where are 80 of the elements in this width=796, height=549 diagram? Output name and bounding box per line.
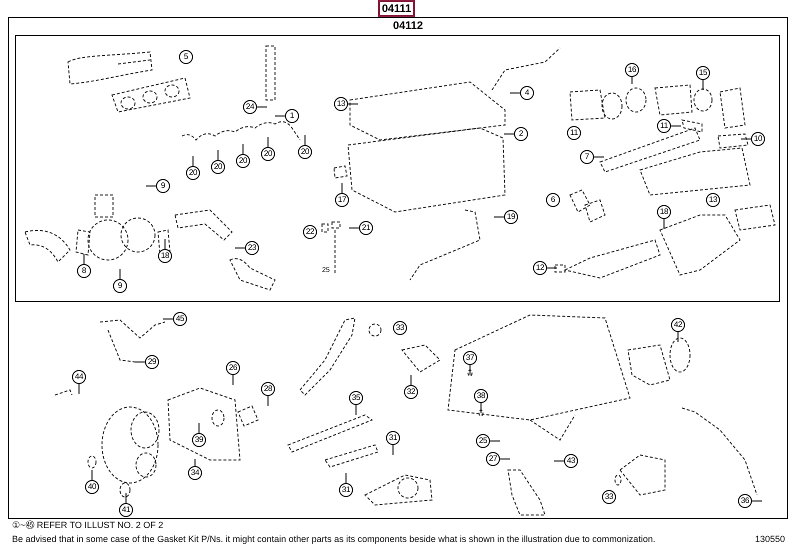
part-number-box: 04111 [378,0,415,17]
callout-number: 4 [520,86,534,100]
leader-line [594,156,604,158]
leader-line [510,92,520,94]
leader-line [162,318,174,320]
leader-line [702,80,704,90]
callout-number: 18 [657,205,671,219]
leader-line [192,156,194,166]
callout-number: 18 [158,249,172,263]
callout-number: 2 [514,127,528,141]
callout-number: 36 [738,494,752,508]
note-text: 130550 [755,535,786,545]
callout-number: 35 [349,391,363,405]
callout-number: 20 [298,145,312,159]
callout-number: 6 [546,193,560,207]
leader-line [198,422,200,434]
callout-number: 24 [243,100,257,114]
callout-number: 12 [533,261,547,275]
callout-number: 1 [285,109,299,123]
callout-number: 13 [334,97,348,111]
leader-line [242,144,244,154]
callout-number: 11 [567,126,581,140]
leader-line [164,238,166,250]
callout-number: 23 [245,241,259,255]
callout-number: 32 [404,385,418,399]
callout-number: 26 [226,361,240,375]
callout-number: 27 [486,452,500,466]
callout-number: 33 [393,321,407,335]
callout-number: 42 [671,318,685,332]
callout-number: 45 [173,312,187,326]
leader-line [494,216,504,218]
callout-number: 7 [580,150,594,164]
callout-number: 17 [335,193,349,207]
note-text: Be advised that in some case of the Gasket Kit P/Ns. it might contain other parts as its components beside what is shown in the illustration due to commonization. [12,535,656,545]
leader-line [752,500,762,502]
callout-number: 29 [145,355,159,369]
callout-number: 44 [72,370,86,384]
callout-number: 9 [113,279,127,293]
callout-number: 8 [77,264,91,278]
callout-number: 33 [602,490,616,504]
leader-line [194,458,196,466]
leader-line [490,440,500,442]
leader-line [740,138,752,140]
callout-number: 11 [657,119,671,133]
callout-number: 31 [339,483,353,497]
leader-line [78,384,80,394]
callout-number: 38 [474,389,488,403]
leader-line [500,458,510,460]
callout-number: 10 [751,132,765,146]
callout-number: 16 [625,63,639,77]
callout-number: 13 [706,193,720,207]
callout-number: 39 [192,433,206,447]
leader-line [410,374,412,386]
leader-line [392,444,394,456]
callout-number: 34 [188,466,202,480]
inner-frame [15,35,780,302]
callout-number: 20 [261,147,275,161]
leader-line [480,402,482,414]
note-text: ①~㊺ REFER TO ILLUST NO. 2 OF 2 [12,521,164,531]
callout-number: 5 [179,50,193,64]
callout-number: 19 [504,210,518,224]
leader-line [256,106,268,108]
callout-number: 21 [359,221,373,235]
callout-number: 41 [119,503,133,517]
leader-line [304,134,306,146]
callout-number: 31 [386,431,400,445]
callout-number: 15 [696,66,710,80]
leader-line [554,460,564,462]
callout-number: 40 [85,480,99,494]
callout-number: 9 [156,179,170,193]
callout-number: 22 [303,225,317,239]
callout-number: 28 [261,382,275,396]
callout-number: 43 [564,454,578,468]
callout-number: 25 [476,434,490,448]
callout-number: 37 [463,351,477,365]
leader-line [232,374,234,386]
callout-number: 20 [186,166,200,180]
callout-number: 20 [211,160,225,174]
section-code: 04112 [393,21,423,32]
callout-number: 20 [236,154,250,168]
